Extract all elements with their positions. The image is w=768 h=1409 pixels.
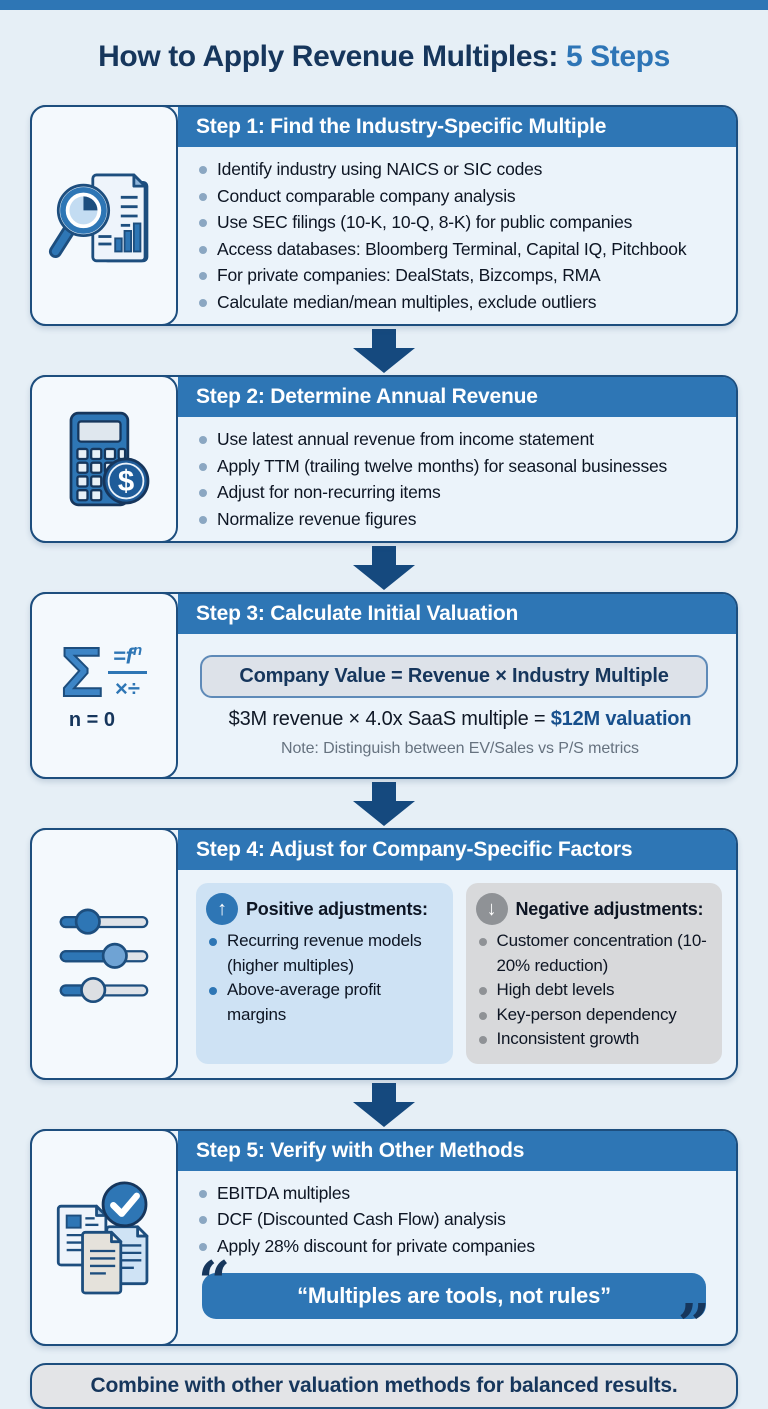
check-icon	[110, 1192, 140, 1218]
calculator-dollar-icon: $	[69, 411, 150, 507]
step-2-bullet-list: Use latest annual revenue from income st…	[196, 426, 724, 532]
list-item: For private companies: DealStats, Bizcom…	[196, 262, 724, 289]
list-item: Use SEC filings (10-K, 10-Q, 8-K) for pu…	[196, 209, 724, 236]
list-item: Normalize revenue figures	[196, 506, 724, 533]
step-3-header: Step 3: Calculate Initial Valuation	[178, 594, 736, 634]
top-accent-bar	[0, 0, 768, 10]
step-4-icon-panel	[30, 828, 178, 1080]
bullet-dot-icon	[209, 938, 217, 946]
list-item: Calculate median/mean multiples, exclude…	[196, 289, 724, 316]
list-item: Recurring revenue models (higher multipl…	[206, 929, 443, 978]
svg-text:$: $	[118, 465, 134, 498]
step-5-header: Step 5: Verify with Other Methods	[178, 1130, 736, 1171]
step-1-icon-panel	[30, 105, 178, 326]
list-item: Inconsistent growth	[476, 1027, 713, 1052]
fraction-glyph: =fn ×÷	[107, 642, 148, 701]
bullet-dot-icon	[199, 219, 207, 227]
step-4-card: Step 4: Adjust for Company-Specific Fact…	[30, 828, 738, 1080]
sigma-glyph: Σ	[60, 632, 104, 711]
step-3-card: Σ =fn ×÷ n = 0 Step 3: Calculate Initial…	[30, 592, 738, 779]
step-1-card: Step 1: Find the Industry-Specific Multi…	[30, 105, 738, 326]
bullet-dot-icon	[199, 515, 207, 524]
bullet-dot-icon	[478, 1011, 487, 1020]
sigma-limit-label: n = 0	[68, 709, 115, 732]
step-1-bullet-list: Identify industry using NAICS or SIC cod…	[196, 156, 724, 315]
step-1-header: Step 1: Find the Industry-Specific Multi…	[178, 107, 736, 147]
list-item: Adjust for non-recurring items	[196, 479, 724, 506]
step-4-header: Step 4: Adjust for Company-Specific Fact…	[178, 830, 736, 870]
open-quote-icon: “	[198, 1249, 231, 1315]
list-item: Customer concentration (10-20% reduction…	[476, 929, 713, 978]
flow-arrow-icon	[353, 546, 415, 590]
quote-block: “ “Multiples are tools, not rules” ”	[198, 1254, 710, 1353]
positive-bullet-list: Recurring revenue models (higher multipl…	[206, 929, 443, 1027]
up-arrow-icon: ↑	[206, 893, 238, 925]
page-title-main: How to Apply Revenue Multiples:	[98, 40, 558, 73]
list-item: Identify industry using NAICS or SIC cod…	[196, 156, 724, 183]
down-arrow-icon: ↓	[475, 893, 508, 925]
list-item: Access databases: Bloomberg Terminal, Ca…	[196, 236, 724, 263]
bullet-dot-icon	[199, 272, 207, 280]
bullet-dot-icon	[199, 1216, 207, 1224]
sliders-icon	[59, 908, 149, 1003]
negative-heading: Negative adjustments:	[515, 898, 704, 919]
step-2-header: Step 2: Determine Annual Revenue	[178, 377, 736, 417]
flow-arrow-icon	[353, 1082, 415, 1127]
bullet-dot-icon	[478, 1036, 487, 1044]
close-quote-icon: ”	[677, 1292, 710, 1359]
list-item: DCF (Discounted Cash Flow) analysis	[196, 1206, 724, 1233]
list-item: Use latest annual revenue from income st…	[196, 426, 724, 453]
negative-bullet-list: Customer concentration (10-20% reduction…	[476, 929, 713, 1052]
bullet-dot-icon	[478, 938, 487, 946]
magnifier-report-icon	[48, 173, 149, 262]
valuation-result: $12M valuation	[550, 708, 692, 730]
bullet-dot-icon	[199, 436, 207, 444]
footer-banner: Combine with other valuation methods for…	[30, 1363, 738, 1409]
documents-check-icon	[56, 1181, 149, 1295]
bullet-dot-icon	[199, 1189, 207, 1198]
list-item: EBITDA multiples	[196, 1180, 724, 1207]
bullet-dot-icon	[199, 298, 207, 307]
step-3-icon-panel: Σ =fn ×÷ n = 0	[30, 592, 178, 779]
page-title: How to Apply Revenue Multiples: 5 Steps	[0, 40, 768, 74]
quote-text: “Multiples are tools, not rules”	[202, 1273, 706, 1319]
valuation-example: $3M revenue × 4.0x SaaS multiple = $12M …	[228, 708, 692, 730]
bullet-dot-icon	[478, 987, 487, 995]
bullet-dot-icon	[209, 987, 217, 995]
sigma-formula-icon: Σ =fn ×÷ n = 0	[60, 632, 148, 733]
flow-arrow-icon	[353, 782, 415, 826]
metrics-note: Note: Distinguish between EV/Sales vs P/…	[281, 740, 639, 757]
page-title-accent: 5 Steps	[565, 40, 670, 73]
positive-heading: Positive adjustments:	[246, 898, 428, 919]
step-5-icon-panel	[30, 1128, 178, 1346]
bullet-dot-icon	[199, 166, 207, 174]
bullet-dot-icon	[199, 245, 207, 254]
list-item: Key-person dependency	[476, 1003, 713, 1028]
list-item: Above-average profit margins	[206, 978, 443, 1027]
list-item: Apply 28% discount for private companies	[196, 1233, 724, 1260]
positive-adjustments-panel: ↑ Positive adjustments: Recurring revenu…	[196, 883, 453, 1064]
list-item: Apply TTM (trailing twelve months) for s…	[196, 453, 724, 480]
list-item: Conduct comparable company analysis	[196, 183, 724, 210]
bullet-dot-icon	[199, 462, 207, 471]
bullet-dot-icon	[199, 489, 207, 497]
negative-adjustments-panel: ↓ Negative adjustments: Customer concent…	[465, 883, 722, 1064]
step-5-bullet-list: EBITDA multiples DCF (Discounted Cash Fl…	[196, 1180, 724, 1260]
step-2-card: $ Step 2: Determine Annual Revenue Use l…	[30, 375, 738, 543]
bullet-dot-icon	[199, 1242, 207, 1251]
flow-arrow-icon	[353, 329, 415, 373]
bullet-dot-icon	[199, 192, 207, 201]
step-5-card: Step 5: Verify with Other Methods EBITDA…	[30, 1128, 738, 1353]
step-2-icon-panel: $	[30, 375, 178, 543]
list-item: High debt levels	[476, 978, 713, 1003]
valuation-formula: Company Value = Revenue × Industry Multi…	[200, 655, 708, 698]
